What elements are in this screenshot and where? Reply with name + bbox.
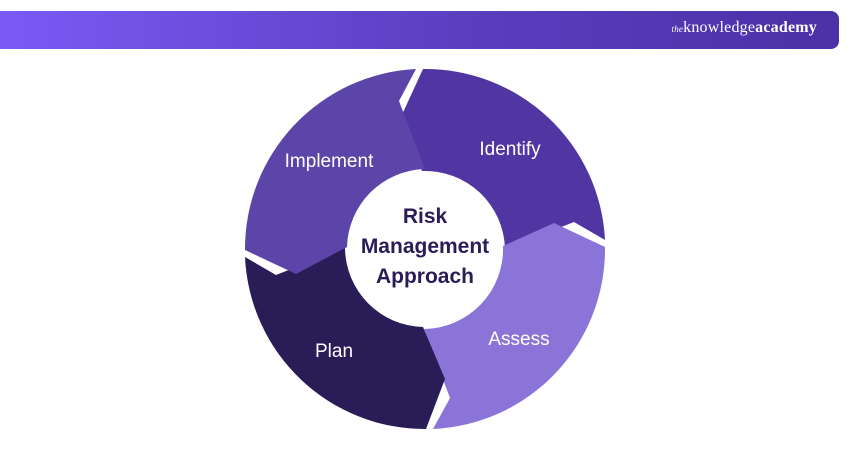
risk-cycle-diagram: Identify Assess Plan Implement Risk Mana… xyxy=(240,64,610,434)
brand-academy: academy xyxy=(755,19,817,36)
brand-knowledge: knowledge xyxy=(683,19,756,36)
segment-label-plan: Plan xyxy=(315,341,353,362)
brand-the: the xyxy=(671,24,684,34)
center-title-line-2: Management xyxy=(361,235,489,258)
center-title-line-3: Approach xyxy=(376,265,474,288)
segment-label-assess: Assess xyxy=(488,329,549,350)
segment-label-implement: Implement xyxy=(285,151,374,172)
segment-assess xyxy=(424,223,606,429)
segment-implement xyxy=(244,69,425,274)
segment-plan xyxy=(245,248,445,430)
center-title-line-1: Risk xyxy=(403,205,448,228)
brand-logo: theknowledgeacademy xyxy=(672,19,817,37)
segment-label-identify: Identify xyxy=(479,139,541,160)
top-banner: theknowledgeacademy xyxy=(0,11,839,49)
segment-identify xyxy=(400,68,605,249)
